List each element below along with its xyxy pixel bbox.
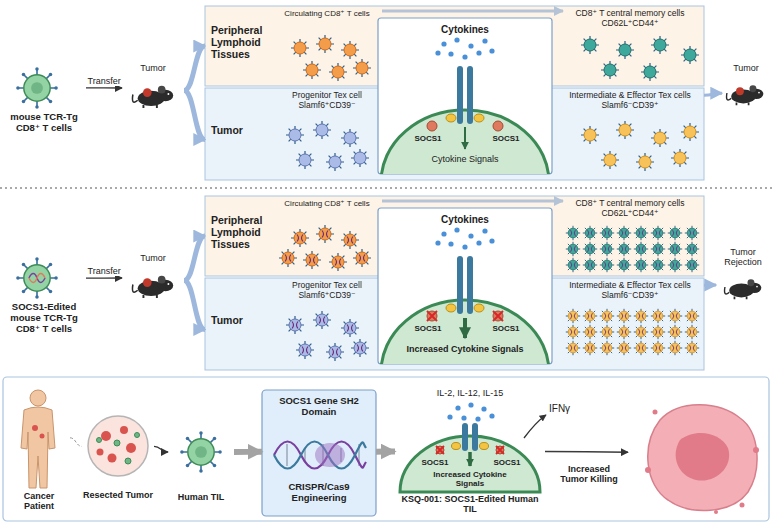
node-label: Cancer Patient [8, 491, 70, 512]
node-label: Tumor [211, 124, 271, 136]
node-label: Tumor Rejection [716, 247, 770, 268]
node-label: Increased Cytokine Signals [388, 344, 542, 354]
node-label: CD8⁺ T central memory cells [556, 199, 704, 209]
node-label: CD62L⁺CD44⁺ [556, 19, 704, 29]
node-label: Tumor [122, 253, 184, 263]
node-label: Cytokines [378, 214, 552, 226]
connector [184, 236, 205, 281]
connector [184, 281, 205, 330]
node-label: Slamf6⁻CD39⁺ [556, 101, 704, 111]
node-label: IL-2, IL-12, IL-15 [415, 388, 525, 398]
tumor-band: Tumor Progenitor Tex cellSlamf6⁺CD39⁻ Inte… [205, 278, 704, 370]
cytokine-box: CytokinesSOCS1 SOCS1Cytokine Signals [378, 18, 552, 174]
edited-til: IL-2, IL-12, IL-15SOCS1 SOCS1Increased Cy… [395, 386, 545, 517]
node-label: SOCS1-Edited mouse TCR-Tg CD8⁺ T cells [2, 302, 86, 335]
node-label: Increased Tumor Killing [556, 464, 622, 485]
connector [184, 46, 205, 91]
node-label: SOCS1 [486, 134, 526, 143]
node-label: CD8⁺ T central memory cells [556, 9, 704, 19]
node-label: Peripheral Lymphoid Tissues [211, 214, 277, 250]
node-label: CD62L⁺CD44⁺ [556, 209, 704, 219]
node-label: SOCS1 [486, 324, 526, 333]
connector [154, 446, 168, 452]
node-label: SOCS1 Gene SH2 Domain [266, 396, 372, 418]
node-label: Increased Cytokine Signals [425, 470, 515, 488]
human-til: Human TIL [168, 420, 234, 517]
tissue-band: Peripheral Lymphoid Tissues Circulating C… [205, 6, 704, 86]
node-label: KSQ-001: SOCS1-Edited Human TIL [395, 494, 545, 515]
node-label: Peripheral Lymphoid Tissues [211, 24, 277, 60]
patient-figure: Cancer Patient [8, 385, 70, 517]
node-label: Intermediate & Effector Tex cells [556, 281, 704, 291]
edge-label: Transfer [86, 266, 123, 276]
band-grounds [0, 6, 772, 521]
node-label: Tumor [211, 314, 271, 326]
node-label: Progenitor Tex cell [275, 281, 379, 291]
mouse-model: Tumor [122, 252, 184, 304]
node-label: Circulating CD8⁺ T cells [275, 199, 379, 208]
resected-tumor: Resected Tumor [82, 410, 154, 517]
node-label: SOCS1 [408, 134, 448, 143]
tumor-target: Increased Tumor Killing [628, 400, 764, 516]
node-label: Slamf6⁻CD39⁺ [556, 291, 704, 301]
connector [704, 284, 716, 287]
connector [704, 93, 722, 95]
node-label: Progenitor Tex cell [275, 91, 379, 101]
connector [86, 277, 122, 278]
connector [86, 87, 122, 88]
node-label: Human TIL [168, 492, 234, 502]
cytokine-box: CytokinesSOCS1 SOCS1Increased Cytokine Si… [378, 208, 552, 364]
node-label: Intermediate & Effector Tex cells [556, 91, 704, 101]
node-label: Slamf6⁺CD39⁻ [275, 291, 379, 301]
free-label: IFNγ [549, 403, 570, 415]
tcell-icon: SOCS1-Edited mouse TCR-Tg CD8⁺ T cells [2, 252, 86, 342]
node-label: SOCS1 [408, 324, 448, 333]
tcell-icon: mouse TCR-Tg CD8⁺ T cells [2, 62, 86, 138]
node-label: Cytokine Signals [388, 154, 542, 164]
mouse-model: Tumor [722, 62, 770, 114]
mouse-model: Tumor Rejection [716, 246, 770, 306]
node-label: Slamf6⁺CD39⁻ [275, 101, 379, 111]
crispr-box: SOCS1 Gene SH2 DomainCRISPR/Cas9 Enginee… [262, 390, 376, 516]
node-label: mouse TCR-Tg CD8⁺ T cells [2, 112, 86, 134]
connector [70, 438, 82, 447]
node-label: Tumor [722, 63, 770, 73]
node-label: Circulating CD8⁺ T cells [275, 9, 379, 18]
node-label: Cytokines [378, 24, 552, 36]
connector [234, 449, 262, 455]
node-label: Resected Tumor [82, 490, 154, 500]
node-label: SOCS1 [415, 458, 455, 467]
connector [376, 449, 395, 455]
node-label: SOCS1 [487, 458, 527, 467]
connector [184, 91, 205, 140]
node-label: CRISPR/Cas9 Engineering [266, 482, 372, 504]
tissue-band: Peripheral Lymphoid Tissues Circulating C… [205, 196, 704, 276]
node-label: Tumor [122, 63, 184, 73]
cytokine-panel [378, 18, 552, 444]
tumor-band: Tumor Progenitor Tex cellSlamf6⁺CD39⁻ Inte… [205, 88, 704, 180]
connector [545, 451, 628, 453]
mouse-model: Tumor [122, 62, 184, 114]
edge-label: Transfer [86, 76, 123, 86]
clinical-illustration [21, 390, 759, 516]
